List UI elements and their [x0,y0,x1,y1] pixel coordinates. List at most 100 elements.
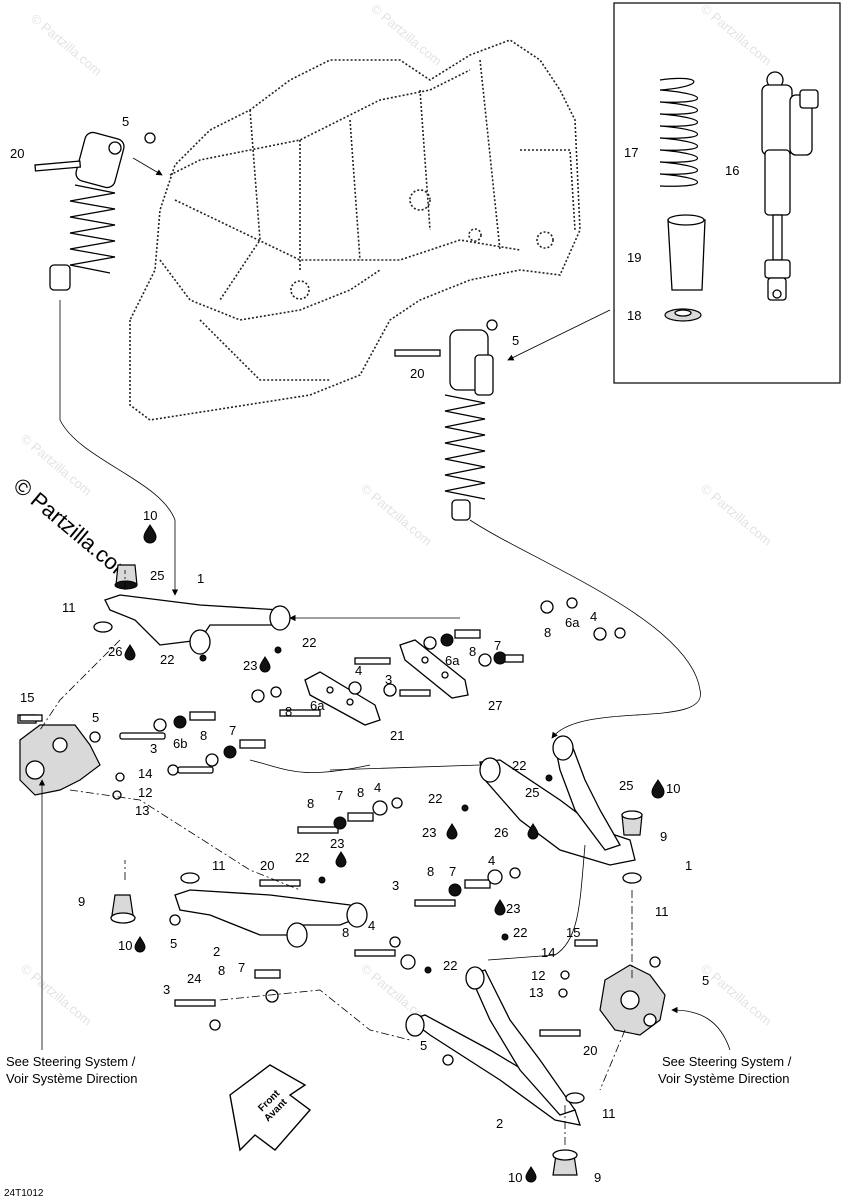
upper-a-arm-left [104,594,291,655]
link-22 [304,671,381,726]
inset-box [613,2,841,384]
shock-absorber-left [49,131,125,420]
drop-icon [494,899,506,916]
ball-joint-10-right [552,1149,578,1176]
callout-23: 22 [512,758,526,773]
callout-16: 15 [566,925,580,940]
watermark-text: © Partzilla.com [698,1,775,69]
circlip-12 [565,1092,585,1104]
callout-4: 4 [590,609,597,624]
callout-12: 11 [655,904,669,919]
callout-27: 26 [108,644,122,659]
callout-22: 21 [390,728,404,743]
leader-lines [38,157,731,1145]
drop-icon [527,823,539,840]
callout-23: 22 [443,958,457,973]
callout-8: 8 [218,963,225,978]
callout-13: 12 [531,968,545,983]
lower-a-arm-left [174,889,368,948]
front-arrow: Front Avant [229,1064,312,1152]
callout-23: 22 [295,850,309,865]
drop-icon [124,644,136,661]
hardware [19,132,661,1066]
drop-icon [525,1166,537,1183]
steering-ref-left-fr: Voir Système Direction [6,1071,138,1086]
ball-joint-9 [621,810,643,836]
callout-1: 1 [197,571,204,586]
callout-7: 7 [238,960,245,975]
callout-23: 22 [160,652,174,667]
callout-24: 23 [422,825,436,840]
callout-8: 8 [469,644,476,659]
callout-26: 25 [525,785,539,800]
callout-5: 5 [122,114,129,129]
steering-knuckle-right [599,964,666,1036]
callout-3: 3 [385,672,392,687]
inset-spring-sleeve [667,214,706,291]
callout-6a: 6a [565,615,580,630]
drop-icon [134,936,146,953]
steering-ref-left: See Steering System / [6,1054,136,1069]
lubricant-drop-icons [124,524,665,1183]
callout-7: 7 [494,638,501,653]
callout-4: 4 [368,918,375,933]
circlip-12 [180,872,200,884]
callout-16: 15 [20,690,34,705]
callout-2: 2 [213,944,220,959]
drop-icon [446,823,458,840]
callout-4: 4 [488,853,495,868]
callout-21: 20 [10,146,24,161]
inset-shock [761,71,819,301]
callout-5: 5 [420,1038,427,1053]
callout-11: 10 [143,508,157,523]
watermark-text: © Partzilla.com [358,481,435,549]
callout-13: 12 [138,785,152,800]
drop-icon [335,851,347,868]
callout-8: 8 [544,625,551,640]
drop-icon [651,779,665,799]
callout-8: 8 [427,864,434,879]
callout-21: 20 [410,366,424,381]
callout-11: 10 [508,1170,522,1185]
callout-15: 14 [541,945,555,960]
callouts: 5 20 5 20 17 16 19 18 10 25 1 11 26 22 2… [10,114,739,1185]
callout-10: 9 [78,894,85,909]
callout-11: 10 [666,781,680,796]
callout-8: 8 [357,785,364,800]
callout-7: 7 [336,788,343,803]
callout-17: 16 [725,163,739,178]
callout-24: 23 [506,901,520,916]
circlip-12 [93,621,113,633]
callout-8: 8 [307,796,314,811]
callout-23: 22 [428,791,442,806]
callout-5: 5 [92,710,99,725]
watermark-text: © Partzilla.com [28,11,105,79]
steering-ref-right: See Steering System / [662,1054,792,1069]
inset-spring [659,77,698,187]
upper-a-arm-right [479,735,636,866]
callout-5: 5 [170,936,177,951]
watermark-text: © Partzilla.com [698,481,775,549]
callout-8: 8 [285,704,292,719]
callout-21: 20 [260,858,274,873]
shock-absorber-center [444,329,494,521]
steering-knuckle-left [17,714,101,796]
callout-2: 2 [496,1116,503,1131]
callout-26: 25 [150,568,164,583]
callout-19: 18 [627,308,641,323]
lower-a-arm-right [405,966,581,1126]
inset-spring-seat [664,308,702,322]
callout-6a: 6a [445,653,460,668]
callout-14: 13 [529,985,543,1000]
drop-icon [143,524,157,544]
callout-18: 17 [624,145,638,160]
callout-5: 5 [702,973,709,988]
callout-27: 26 [494,825,508,840]
watermark-text: © Partzilla.com [698,961,775,1029]
callout-12: 11 [212,858,226,873]
callout-7: 7 [449,864,456,879]
callout-8: 8 [200,728,207,743]
watermark-text: © Partzilla.com [368,1,445,69]
callout-10: 9 [594,1170,601,1185]
